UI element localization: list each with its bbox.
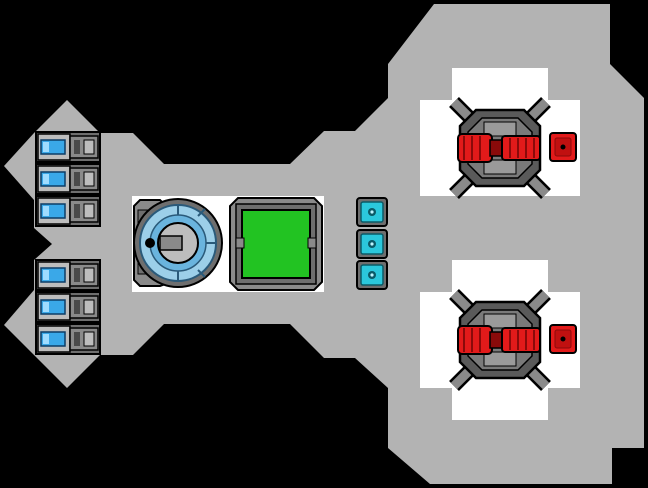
shield-cell-group	[356, 197, 388, 290]
red-laser-turret-icon[interactable]	[454, 102, 546, 194]
thruster-icon[interactable]	[35, 163, 101, 195]
ship-hull	[34, 4, 644, 484]
hull-notch-left-top	[4, 133, 34, 200]
cyan-cell-icon[interactable]	[356, 260, 388, 290]
reactor-core-icon[interactable]	[133, 198, 223, 288]
thruster-icon[interactable]	[35, 323, 101, 355]
turret-muzzle-icon[interactable]	[549, 132, 577, 162]
thruster-icon[interactable]	[35, 195, 101, 227]
thruster-group-top	[35, 131, 101, 227]
thruster-icon[interactable]	[35, 131, 101, 163]
hull-gap-left	[34, 228, 52, 260]
thruster-group-bottom	[35, 259, 101, 355]
cyan-cell-icon[interactable]	[356, 197, 388, 227]
red-laser-turret-icon[interactable]	[454, 294, 546, 386]
thruster-icon[interactable]	[35, 259, 101, 291]
room-turret-top[interactable]	[452, 68, 548, 100]
turret-muzzle-icon[interactable]	[549, 324, 577, 354]
room-turret-bottom-top[interactable]	[452, 260, 548, 292]
room-turret-bottom-foot[interactable]	[452, 388, 548, 420]
cyan-cell-icon[interactable]	[356, 229, 388, 259]
hull-notch-left-bottom	[4, 290, 34, 355]
thruster-icon[interactable]	[35, 291, 101, 323]
green-screen-icon[interactable]	[229, 197, 323, 291]
